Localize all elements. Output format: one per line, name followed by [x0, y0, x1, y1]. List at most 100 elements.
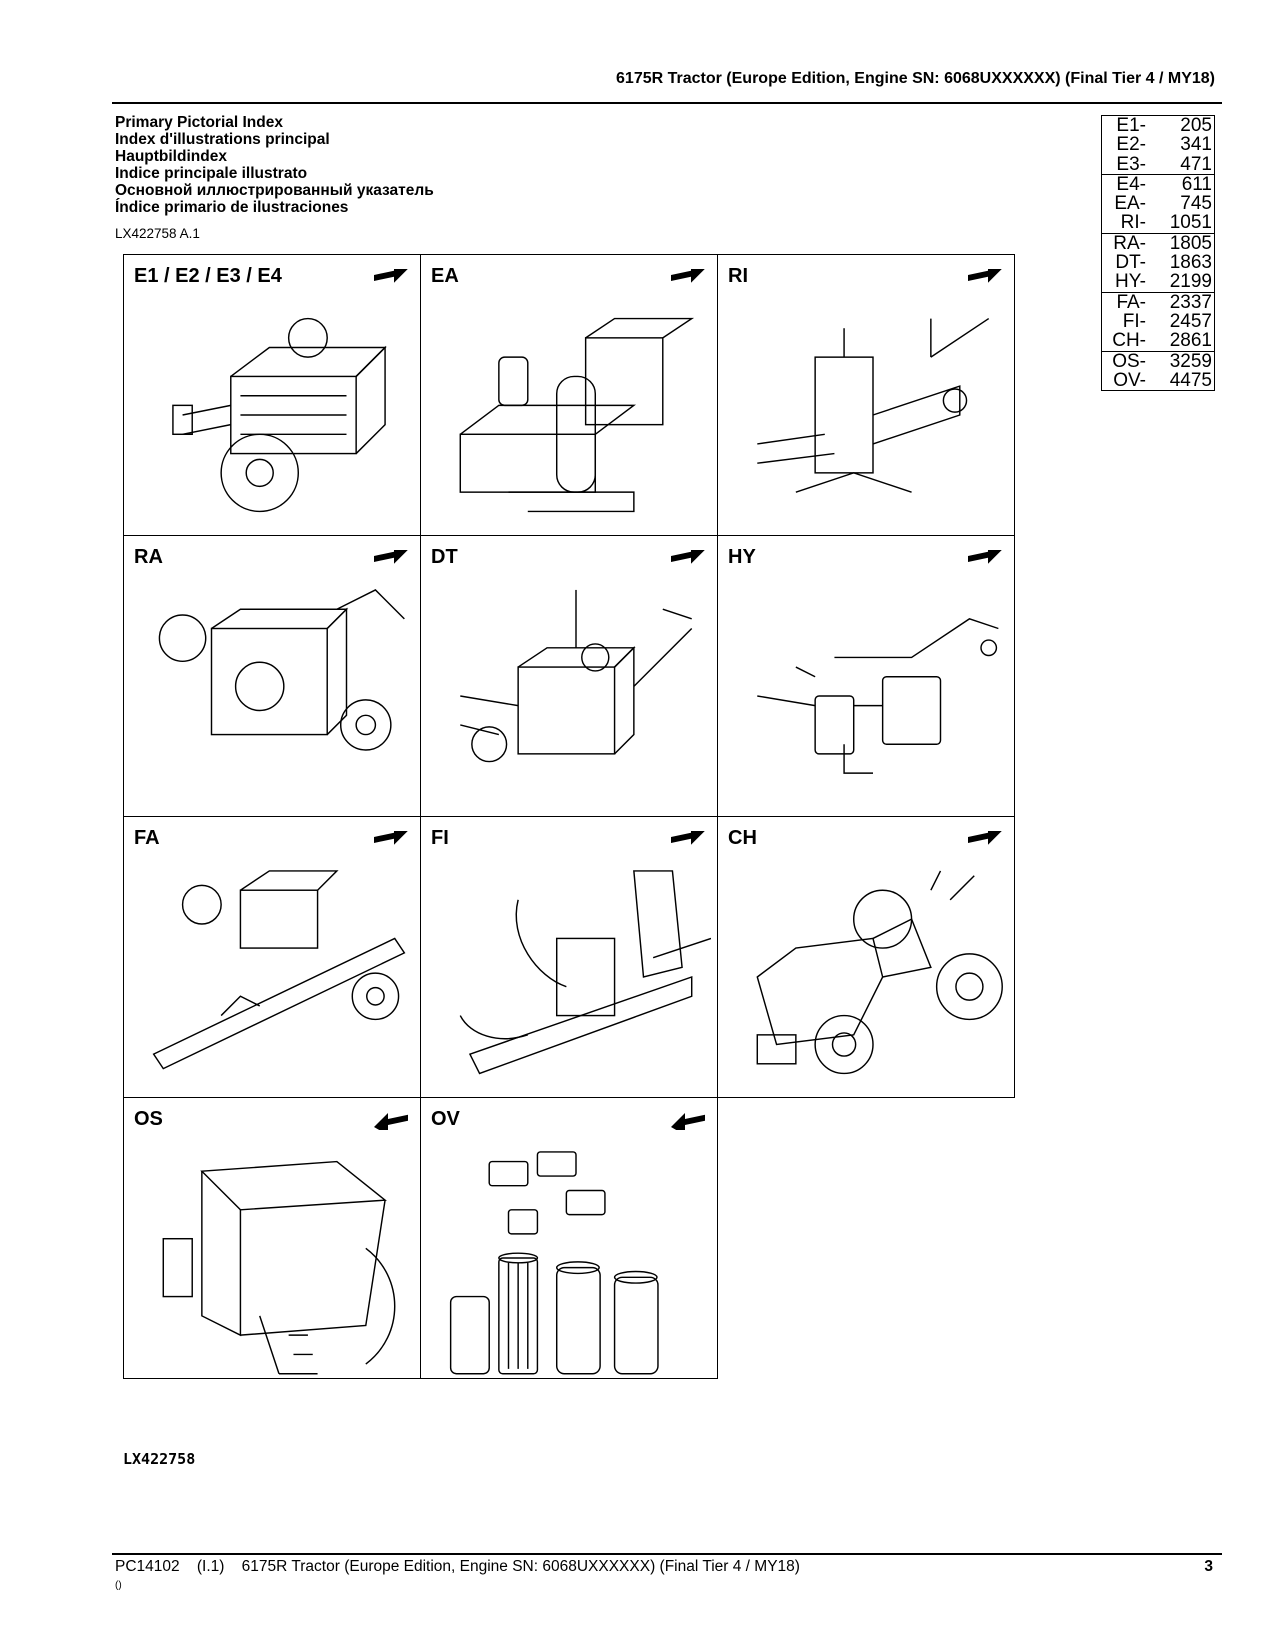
index-row[interactable]: OS-3259 [1102, 350, 1214, 372]
index-row[interactable]: E4- 611 [1102, 173, 1214, 195]
back-arrow-icon[interactable] [671, 1112, 705, 1136]
forward-arrow-icon[interactable] [671, 541, 705, 568]
index-cell-ch[interactable]: CH [717, 816, 1015, 1098]
index-code: RA- [1113, 232, 1146, 254]
front-axle-illustration [144, 857, 414, 1097]
forward-arrow-icon[interactable] [374, 822, 408, 849]
page-header-title: 6175R Tractor (Europe Edition, Engine SN… [616, 70, 1215, 87]
back-arrow-icon[interactable] [374, 1112, 408, 1136]
index-code: EA- [1114, 193, 1146, 215]
index-row[interactable]: HY- 2199 [1102, 271, 1214, 293]
index-page: 2861 [1169, 330, 1212, 352]
cell-label: FI [431, 827, 449, 849]
forward-arrow-icon[interactable] [671, 260, 705, 287]
index-row[interactable]: E2- 341 [1102, 134, 1214, 156]
index-cell-fa[interactable]: FA [123, 816, 421, 1098]
title-es: Índice primario de ilustraciones [115, 199, 349, 216]
index-page: 611 [1181, 173, 1212, 195]
figure-id: LX422758 [123, 1450, 196, 1468]
index-row[interactable]: E3- 471 [1102, 153, 1214, 175]
title-en: Primary Pictorial Index [115, 114, 283, 131]
forward-arrow-icon[interactable] [374, 260, 408, 287]
index-code: FA- [1116, 291, 1146, 313]
index-page: 1051 [1169, 212, 1212, 234]
index-row[interactable]: FA- 2337 [1102, 291, 1214, 313]
index-code: CH- [1112, 330, 1146, 352]
index-code: E4- [1116, 173, 1146, 195]
drivetrain-illustration [441, 576, 711, 816]
index-cell-os[interactable]: OS [123, 1097, 421, 1379]
operator-station-illustration [144, 1138, 414, 1378]
footer-revision: (I.1) [196, 1558, 225, 1575]
hydraulics-illustration [738, 576, 1008, 816]
rear-hitch-illustration [738, 295, 1008, 535]
index-code: OV- [1113, 369, 1146, 391]
index-page: 2337 [1169, 291, 1212, 313]
index-row[interactable]: RA- 1805 [1102, 232, 1214, 254]
footer-text: PC14102 (I.1) 6175R Tractor (Europe Edit… [115, 1558, 800, 1576]
title-it: Indice principale illustrato [115, 165, 308, 182]
forward-arrow-icon[interactable] [968, 260, 1002, 287]
index-row[interactable]: OV- 4475 [1102, 369, 1214, 391]
index-row[interactable]: EA- 745 [1102, 193, 1214, 215]
forward-arrow-icon[interactable] [968, 541, 1002, 568]
index-page: 2457 [1169, 310, 1212, 332]
page-number: 3 [1204, 1558, 1213, 1575]
forward-arrow-icon[interactable] [968, 822, 1002, 849]
cell-label: OV [431, 1108, 460, 1130]
footer-doc-code: PC14102 [115, 1558, 180, 1575]
index-page: 2199 [1169, 271, 1212, 293]
index-page: 4475 [1169, 369, 1212, 391]
cell-label: CH [728, 827, 757, 849]
footer-divider [112, 1553, 1222, 1555]
index-row[interactable]: E1- 205 [1102, 115, 1214, 136]
index-row[interactable]: DT-1863 [1102, 252, 1214, 274]
index-cell-ri[interactable]: RI [717, 254, 1015, 536]
index-cell-fi[interactable]: FI [420, 816, 718, 1098]
index-page: 205 [1180, 115, 1212, 136]
index-cell-ov[interactable]: OV [420, 1097, 718, 1379]
index-code: RI- [1120, 212, 1146, 234]
header-divider [112, 102, 1222, 104]
cell-label: DT [431, 546, 458, 568]
index-row[interactable]: CH- 2861 [1102, 330, 1214, 352]
index-cell-ra[interactable]: RA [123, 535, 421, 817]
title-fr: Index d'illustrations principal [115, 131, 330, 148]
index-code: E2- [1116, 134, 1146, 156]
index-cell-e1-e2-e3-e4[interactable]: E1 / E2 / E3 / E4 [123, 254, 421, 536]
title-ru: Основной иллюстрированный указатель [115, 182, 434, 199]
index-code: E3- [1116, 153, 1146, 175]
index-page: 745 [1180, 193, 1212, 215]
index-code: E1- [1116, 115, 1146, 136]
index-row[interactable]: FI- 2457 [1102, 310, 1214, 332]
index-page: 1805 [1169, 232, 1212, 254]
index-code: HY- [1115, 271, 1146, 293]
index-row[interactable]: RI- 1051 [1102, 212, 1214, 234]
index-cell-hy[interactable]: HY [717, 535, 1015, 817]
index-code: OS- [1112, 350, 1146, 372]
cell-label: RA [134, 546, 163, 568]
footer-title: 6175R Tractor (Europe Edition, Engine SN… [241, 1558, 800, 1575]
index-cell-dt[interactable]: DT [420, 535, 718, 817]
cell-label: E1 / E2 / E3 / E4 [134, 265, 282, 287]
footer-small-text: () [115, 1580, 122, 1591]
rear-axle-illustration [144, 576, 414, 816]
title-de: Hauptbildindex [115, 148, 227, 165]
cell-label: HY [728, 546, 756, 568]
cell-label: EA [431, 265, 459, 287]
frame-illustration [441, 857, 712, 1097]
index-page: 471 [1180, 153, 1212, 175]
chassis-tractor-illustration [738, 857, 1008, 1097]
cell-label: RI [728, 265, 748, 287]
index-code: DT- [1115, 252, 1146, 274]
forward-arrow-icon[interactable] [671, 822, 705, 849]
index-page: 341 [1180, 134, 1212, 156]
forward-arrow-icon[interactable] [374, 541, 408, 568]
index-code: FI- [1122, 310, 1146, 332]
index-cell-ea[interactable]: EA [420, 254, 718, 536]
